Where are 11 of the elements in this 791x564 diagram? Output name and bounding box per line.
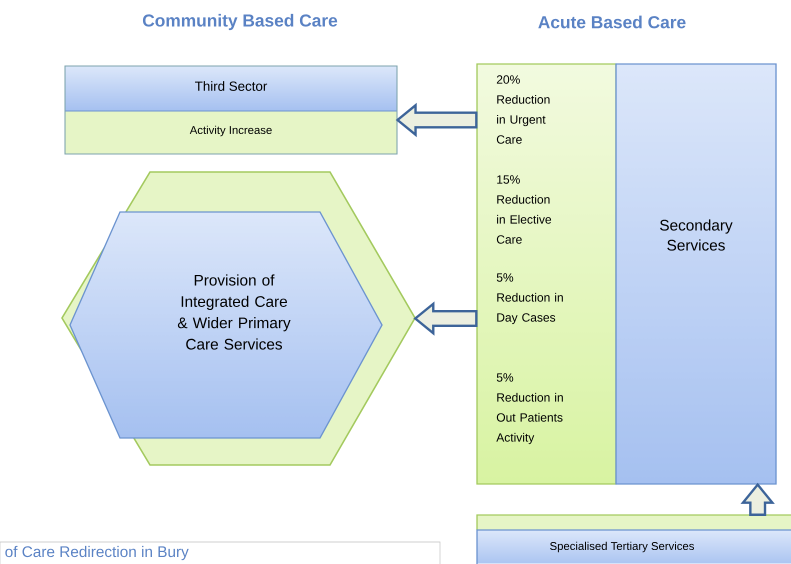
block-arrow bbox=[396, 102, 478, 138]
block-arrow bbox=[740, 482, 775, 516]
sector-box: Third Sector Activity Increase bbox=[64, 65, 398, 155]
block-arrow bbox=[413, 301, 478, 336]
hexagon: Provision of Integrated Care & Wider Primary Care Services bbox=[69, 211, 383, 439]
section-heading: Acute Based Care bbox=[538, 16, 686, 28]
section-heading: Community Based Care bbox=[142, 14, 338, 30]
reduction-column: 20% Reduction in Urgent Care 15% Reduction in Elective Care 5% Reduction in Day Cases 5% Reduction in Out Patients Activity bbox=[476, 63, 617, 485]
services-column: Secondary Services bbox=[615, 63, 777, 485]
caption-box: of Care Redirection in Bury bbox=[0, 542, 440, 564]
services-box: Specialised Tertiary Services bbox=[476, 514, 791, 564]
